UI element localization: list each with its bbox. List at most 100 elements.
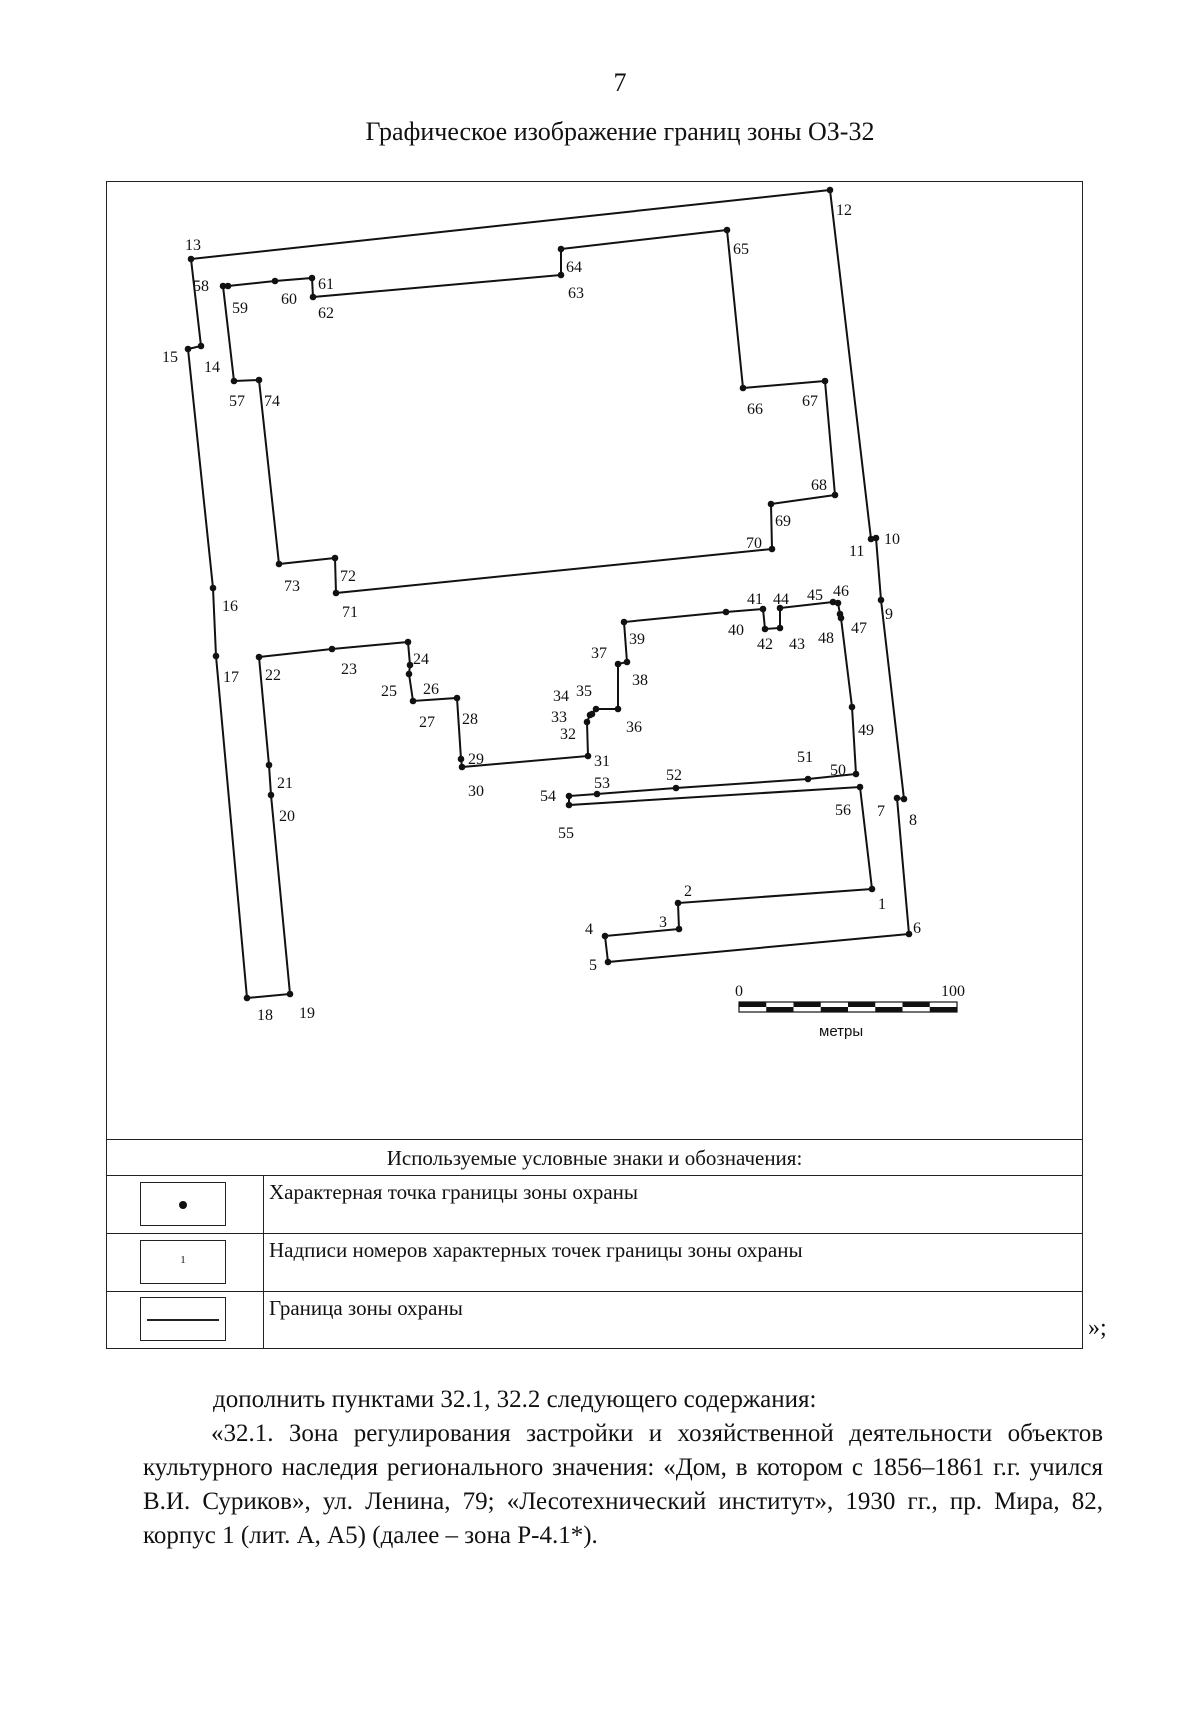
boundary-point-15 [184,345,192,353]
boundary-point-71 [332,589,340,597]
boundary-point-55 [565,801,573,809]
boundary-point-8 [900,795,908,803]
point-label-2: 2 [684,883,692,900]
point-label-55: 55 [558,825,574,842]
boundary-point-25 [406,661,414,669]
point-label-53: 53 [594,775,610,792]
boundary-point-30 [458,763,466,771]
point-label-9: 9 [885,606,893,623]
point-label-20: 20 [279,808,295,825]
point-label-70: 70 [746,535,762,552]
boundary-point-64 [557,245,565,253]
point-label-14: 14 [204,359,220,376]
boundary-point-32 [583,718,591,726]
body-text: дополнить пунктами 32.1, 32.2 следующего… [143,1383,1103,1553]
boundary-point-2 [674,899,682,907]
boundary-point-69 [767,500,775,508]
scale-bar: 0 100 метры [735,983,965,1040]
point-label-16: 16 [222,598,238,615]
boundary-point-21 [265,761,273,769]
scale-unit-label: метры [819,1023,863,1040]
point-label-5: 5 [589,957,597,974]
point-label-43: 43 [789,636,805,653]
point-label-63: 63 [568,285,584,302]
boundary-point-41 [759,605,767,613]
legend-table: Используемые условные знаки и обозначени… [106,1140,1083,1349]
point-label-22: 22 [265,667,281,684]
point-label-36: 36 [626,719,642,736]
point-label-19: 19 [299,1005,315,1022]
point-label-32: 32 [560,726,576,743]
point-label-35: 35 [576,683,592,700]
legend-row-number: 1 Надписи номеров характерных точек гран… [107,1233,1082,1292]
point-label-12: 12 [836,202,852,219]
boundary-point-62 [309,293,317,301]
boundary-point-67 [821,377,829,385]
boundary-point-10 [872,534,880,542]
boundary-point-42 [761,625,769,633]
point-label-40: 40 [728,622,744,639]
point-label-74: 74 [264,393,280,410]
boundary-point-43 [776,624,784,632]
boundary-point-18 [243,994,251,1002]
boundary-point-38 [623,658,631,666]
boundary-point-59 [224,282,232,290]
boundary-point-70 [768,545,776,553]
point-label-10: 10 [884,531,900,548]
point-label-27: 27 [419,714,435,731]
boundary-point-35 [592,705,600,713]
closing-quote: »; [1088,1315,1107,1341]
point-label-47: 47 [851,620,867,637]
point-label-30: 30 [468,783,484,800]
body-line-1: дополнить пунктами 32.1, 32.2 следующего… [213,1386,817,1413]
point-label-65: 65 [733,241,749,258]
point-label-59: 59 [232,300,248,317]
scale-end-label: 100 [941,983,965,1000]
boundary-inner-line [221,228,837,595]
point-label-49: 49 [858,722,874,739]
boundary-point-74 [255,376,263,384]
boundary-point-26 [405,670,413,678]
legend-text-number: Надписи номеров характерных точек границ… [269,1238,803,1262]
legend-text-line: Граница зоны охраны [269,1296,463,1320]
boundary-point-1 [868,885,876,893]
boundary-point-31 [584,752,592,760]
boundary-point-20 [267,791,275,799]
point-label-29: 29 [468,751,484,768]
point-label-45: 45 [807,587,823,604]
point-label-72: 72 [340,568,356,585]
point-label-17: 17 [223,669,239,686]
point-label-6: 6 [913,920,921,937]
point-label-48: 48 [818,630,834,647]
boundary-point-36 [614,705,622,713]
boundary-point-3 [675,925,683,933]
point-label-23: 23 [341,661,357,678]
boundary-point-56 [856,783,864,791]
point-label-18: 18 [257,1007,273,1024]
boundary-point-72 [331,554,339,562]
point-label-7: 7 [877,803,885,820]
scale-start-label: 0 [735,983,743,1000]
point-label-28: 28 [462,711,478,728]
number-icon: 1 [180,1254,186,1266]
point-label-13: 13 [185,237,201,254]
body-paragraph: «32.1. Зона регулирования застройки и хо… [143,1420,1103,1549]
boundary-point-60 [271,277,279,285]
boundary-point-14 [197,342,205,350]
point-label-1: 1 [878,896,886,913]
point-label-26: 26 [423,681,439,698]
point-label-57: 57 [229,393,245,410]
legend-row-point: Характерная точка границы зоны охраны [107,1175,1082,1234]
point-label-44: 44 [773,591,789,608]
boundary-point-27 [409,697,417,705]
point-label-8: 8 [909,812,917,829]
boundary-point-5 [604,958,612,966]
boundary-point-51 [804,775,812,783]
page-number: 7 [613,68,627,97]
page-title: Графическое изображение границ зоны ОЗ-3… [365,117,875,146]
boundary-point-37 [614,660,622,668]
point-icon [179,1201,187,1209]
boundary-point-57 [230,377,238,385]
point-label-64: 64 [566,259,582,276]
boundary-point-24 [404,638,412,646]
